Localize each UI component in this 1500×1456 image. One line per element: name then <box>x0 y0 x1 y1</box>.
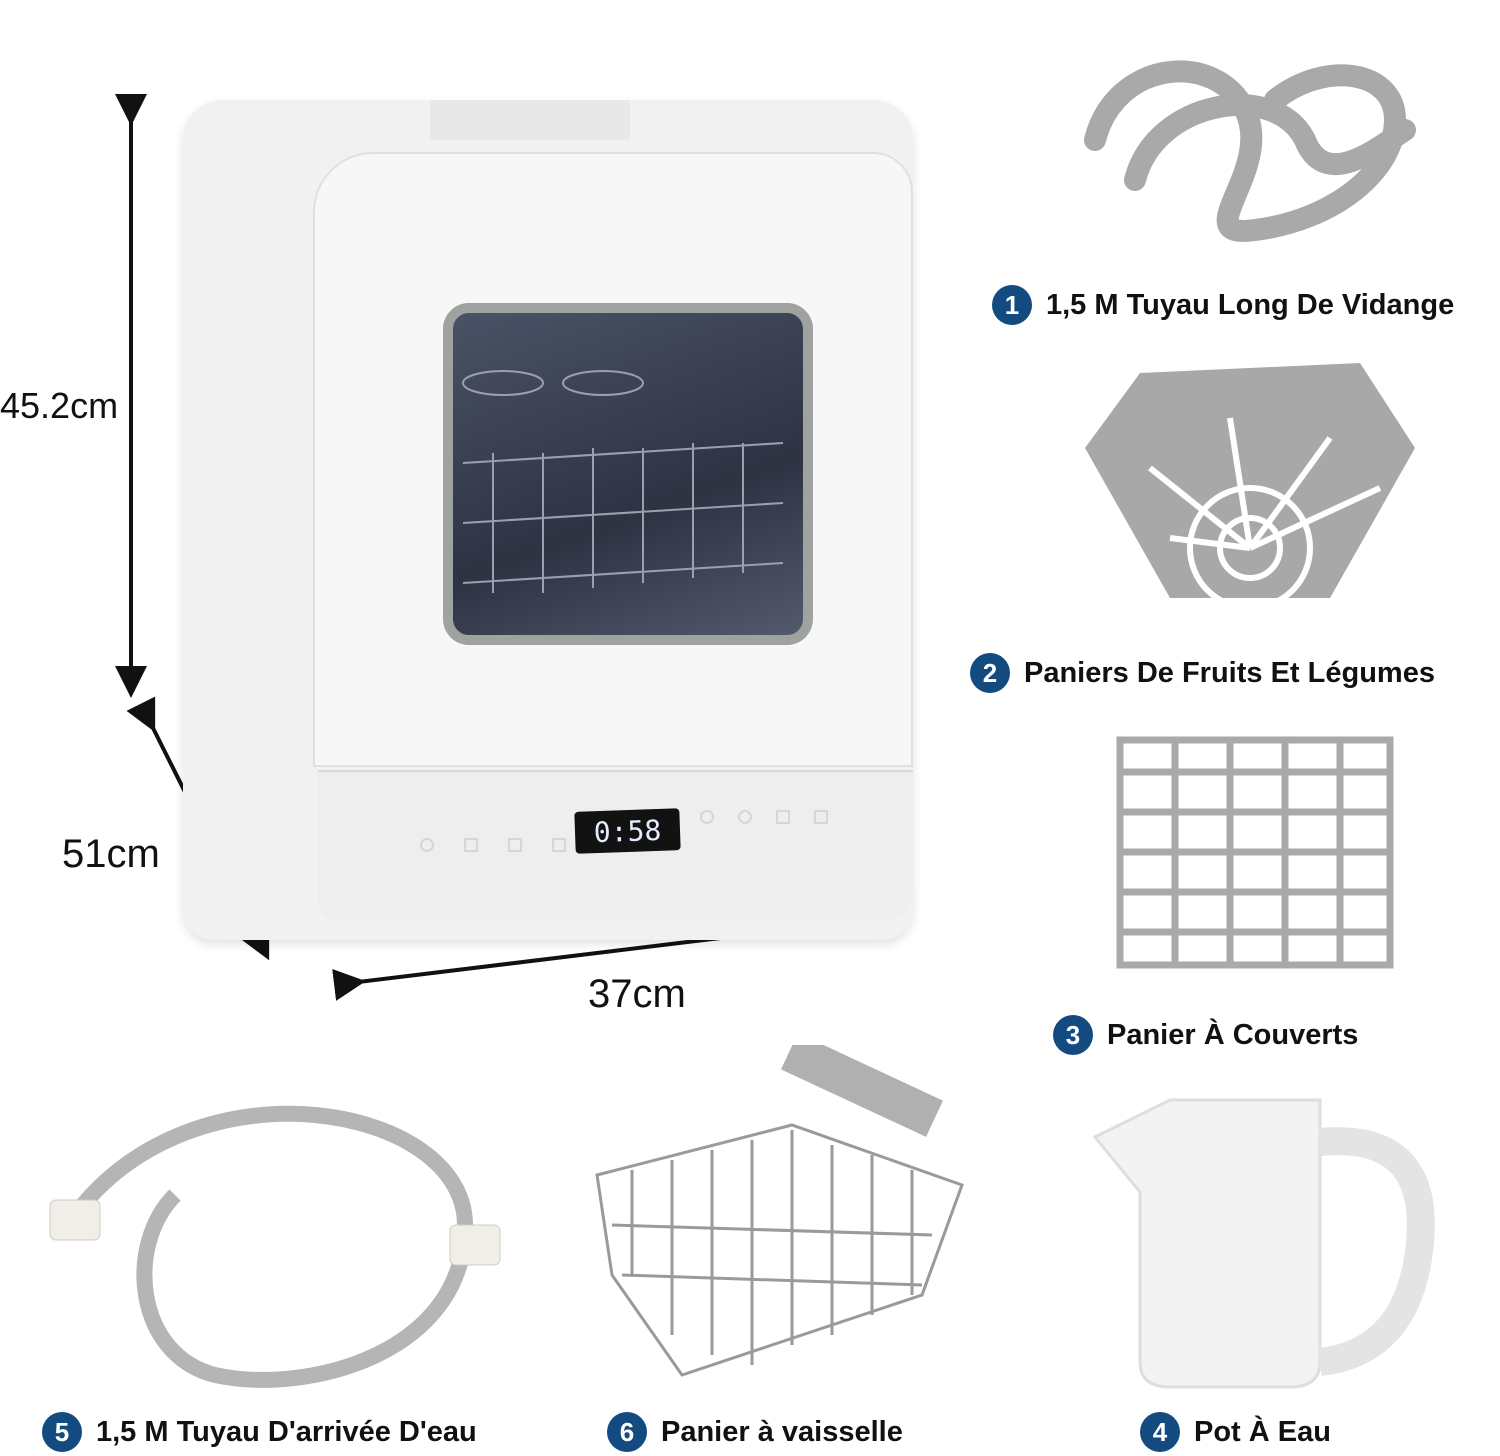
touch-buttons-right <box>700 810 828 824</box>
accessory-3-text: Panier À Couverts <box>1107 1018 1359 1051</box>
accessory-2-text: Paniers De Fruits Et Légumes <box>1024 656 1435 689</box>
dishwasher-window <box>443 303 813 645</box>
accessory-4-label: 4 Pot À Eau <box>1140 1412 1331 1452</box>
accessory-1-text: 1,5 M Tuyau Long De Vidange <box>1046 288 1455 321</box>
option-button[interactable] <box>552 838 566 852</box>
accessory-2-label: 2 Paniers De Fruits Et Légumes <box>970 653 1435 693</box>
height-dimension: 45.2cm <box>0 385 119 426</box>
program-button[interactable] <box>464 838 478 852</box>
function-button[interactable] <box>508 838 522 852</box>
dish-rack-inside <box>462 370 784 593</box>
drain-hose-image <box>1084 60 1416 242</box>
accessory-6-label: 6 Panier à vaisselle <box>607 1412 903 1452</box>
dry-button[interactable] <box>738 810 752 824</box>
badge-1: 1 <box>992 285 1032 325</box>
badge-4: 4 <box>1140 1412 1180 1452</box>
power-button[interactable] <box>420 838 434 852</box>
accessory-5-text: 1,5 M Tuyau D'arrivée D'eau <box>96 1415 477 1448</box>
start-button[interactable] <box>814 810 828 824</box>
accessory-1-label: 1 1,5 M Tuyau Long De Vidange <box>992 285 1454 325</box>
inlet-hose-image <box>49 1105 501 1388</box>
badge-2: 2 <box>970 653 1010 693</box>
dishwasher-door <box>313 152 913 767</box>
time-display: 0:58 <box>574 808 681 854</box>
top-lid <box>430 100 630 140</box>
width-dimension: 37cm <box>588 972 686 1016</box>
accessory-5-label: 5 1,5 M Tuyau D'arrivée D'eau <box>42 1412 477 1452</box>
water-jug-image <box>1092 1098 1435 1389</box>
touch-buttons-left <box>420 838 566 852</box>
badge-3: 3 <box>1053 1015 1093 1055</box>
badge-6: 6 <box>607 1412 647 1452</box>
accessory-6-text: Panier à vaisselle <box>661 1415 903 1448</box>
dish-rack-image <box>595 1045 964 1377</box>
accessory-4-text: Pot À Eau <box>1194 1415 1331 1448</box>
cutlery-basket-image <box>1116 736 1394 969</box>
fruit-basket-image <box>1085 363 1415 611</box>
badge-5: 5 <box>42 1412 82 1452</box>
accessory-3-label: 3 Panier À Couverts <box>1053 1015 1358 1055</box>
delay-button[interactable] <box>700 810 714 824</box>
light-button[interactable] <box>776 810 790 824</box>
depth-dimension: 51cm <box>62 832 160 876</box>
